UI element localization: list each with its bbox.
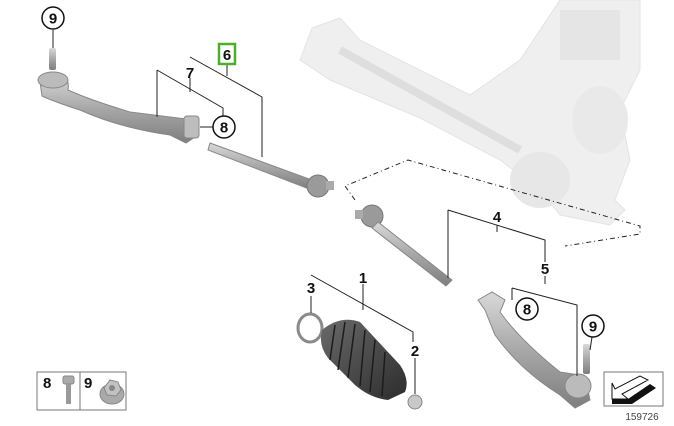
callout-8-left-bolt[interactable]: 8	[212, 115, 236, 139]
orientation-arrow-icon	[603, 371, 664, 407]
callout-9-left-nut[interactable]: 9	[41, 6, 65, 30]
legend-number-8: 8	[43, 375, 51, 392]
callout-6-tie-rod-assembly[interactable]: 6	[217, 42, 237, 66]
callout-2-clamp[interactable]: 2	[411, 343, 419, 360]
callout-3-ring[interactable]: 3	[307, 280, 315, 297]
tie-rod-end-right	[477, 291, 592, 409]
nut-icon	[99, 379, 125, 405]
bolt-icon	[62, 375, 75, 404]
callout-9-right-nut[interactable]: 9	[581, 314, 605, 338]
diagram-reference-number: 159726	[625, 412, 659, 423]
legend-number-9: 9	[84, 375, 92, 392]
callout-8-right-bolt[interactable]: 8	[515, 297, 539, 321]
callout-4-tie-rod-assembly[interactable]: 4	[493, 209, 502, 226]
inner-tie-rod-right	[355, 204, 453, 287]
fastener-legend: 8 9	[36, 371, 127, 411]
callout-5-tie-rod-end[interactable]: 5	[541, 261, 549, 278]
callout-label: 8	[523, 302, 531, 319]
ring	[296, 312, 324, 344]
callout-label: 8	[220, 120, 228, 137]
clamp	[407, 394, 423, 410]
callout-1-bellows[interactable]: 1	[359, 270, 367, 287]
inner-tie-rod-left	[207, 142, 334, 198]
leader-lines	[52, 30, 593, 394]
steering-rack-housing	[299, 0, 641, 226]
callout-label: 9	[49, 11, 57, 28]
callout-label: 9	[589, 319, 597, 336]
tie-rod-end-left	[37, 48, 200, 144]
callout-label: 6	[223, 47, 231, 64]
rack-dashed-outline	[344, 159, 641, 247]
bellows	[320, 319, 407, 400]
callout-7-tie-rod-end[interactable]: 7	[186, 65, 194, 82]
